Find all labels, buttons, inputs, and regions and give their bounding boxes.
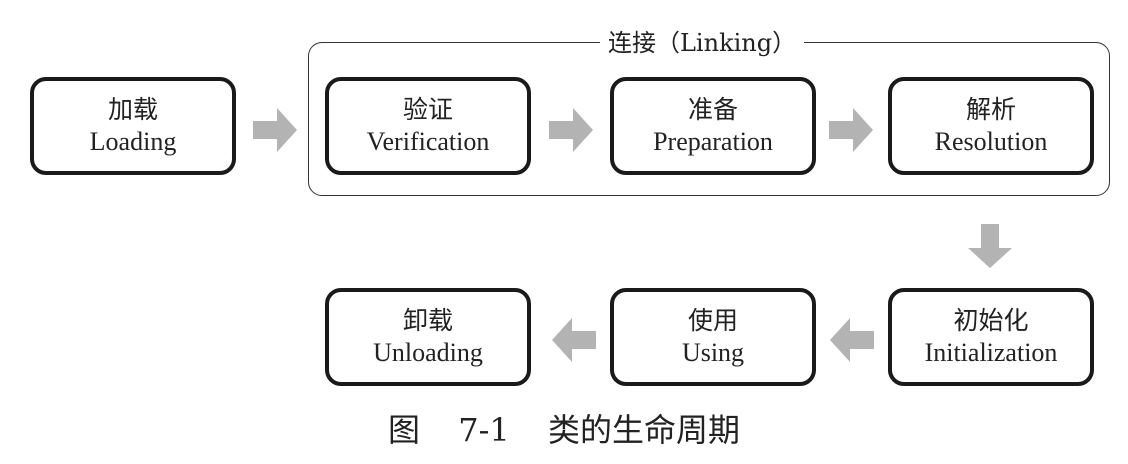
stage-zh-label: 使用 [687,306,738,335]
arrow-down-icon [968,224,1012,268]
linking-group-label: 连接（Linking） [600,28,805,58]
arrow-right-icon [253,108,297,152]
caption-prefix: 图 [388,411,421,449]
stage-zh-label: 初始化 [953,306,1029,335]
arrow-left-icon [552,318,596,362]
stage-en-label: Preparation [653,127,773,156]
caption-number: 7-1 [458,411,510,449]
stage-en-label: Verification [366,127,490,156]
stage-en-label: Using [681,338,745,367]
stage-en-label: Unloading [373,338,483,367]
figure-caption: 图 7-1 类的生命周期 [0,410,1128,450]
stage-initialization: 初始化 Initialization [888,288,1094,386]
stage-unloading: 卸载 Unloading [325,288,531,386]
stage-resolution: 解析 Resolution [888,77,1094,175]
stage-zh-label: 验证 [402,95,453,124]
stage-zh-label: 加载 [107,95,158,124]
arrow-left-icon [830,318,874,362]
stage-zh-label: 卸载 [402,306,453,335]
stage-zh-label: 准备 [687,95,738,124]
arrow-right-icon [549,108,593,152]
stage-using: 使用 Using [610,288,816,386]
stage-verification: 验证 Verification [325,77,531,175]
stage-en-label: Resolution [934,127,1048,156]
stage-en-label: Initialization [924,338,1058,367]
stage-preparation: 准备 Preparation [610,77,816,175]
stage-loading: 加载 Loading [30,77,236,175]
stage-en-label: Loading [89,127,177,156]
stage-zh-label: 解析 [965,95,1016,124]
arrow-right-icon [829,108,873,152]
caption-title: 类的生命周期 [547,411,740,449]
